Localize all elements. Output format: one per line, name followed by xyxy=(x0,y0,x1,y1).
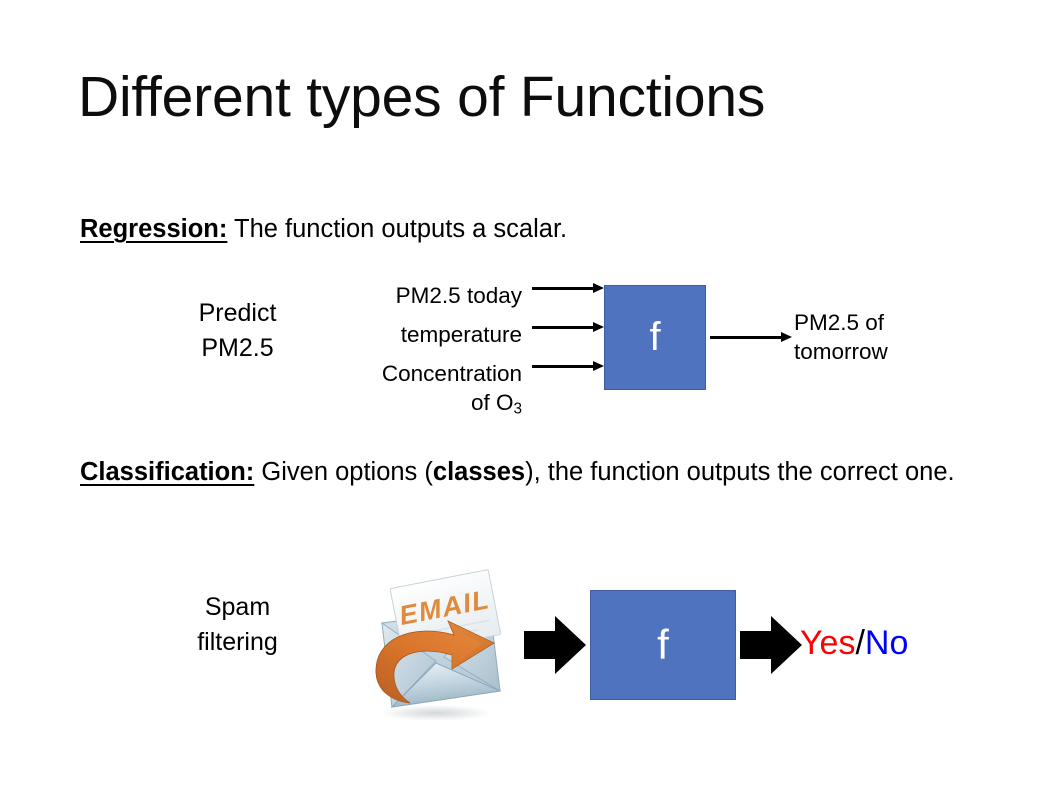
block-arrow-output xyxy=(740,616,802,674)
input-label-temperature: temperature xyxy=(400,322,522,347)
classification-classes-emphasis: classes xyxy=(432,458,526,486)
predict-pm25-label: Predict PM2.5 xyxy=(160,296,315,365)
input-arrow-2 xyxy=(532,322,604,332)
input-arrow-3 xyxy=(532,361,604,371)
email-shadow xyxy=(380,705,492,721)
regression-diagram: PM2.5 today temperature Concentration of… xyxy=(300,270,1000,420)
classification-paragraph: Classification: Given options (classes),… xyxy=(80,455,980,490)
input-label-concentration-line2: of O3 xyxy=(470,389,522,417)
classification-body-before: Given options ( xyxy=(254,458,433,486)
classification-output-label: Yes/No xyxy=(800,626,908,660)
regression-paragraph: Regression: The function outputs a scala… xyxy=(80,212,960,247)
classification-body-after: ), the function outputs the correct one. xyxy=(525,458,955,486)
spam-filtering-label: Spam filtering xyxy=(160,590,315,659)
output-line1: PM2.5 of xyxy=(794,310,885,335)
email-envelope-illustration: EMAIL xyxy=(348,565,518,725)
input-label-pm25-today: PM2.5 today xyxy=(395,283,522,308)
output-separator: / xyxy=(855,624,865,662)
block-arrow-input xyxy=(524,616,586,674)
spam-label-line1: Spam xyxy=(204,593,271,621)
regression-lead-label: Regression: xyxy=(80,215,228,243)
predict-label-line1: Predict xyxy=(198,299,277,327)
input-label-concentration-o3: Concentration of O3 xyxy=(382,360,522,418)
regression-body-text: The function outputs a scalar. xyxy=(227,215,568,243)
output-line2: tomorrow xyxy=(794,339,888,365)
output-yes: Yes xyxy=(800,624,856,662)
classification-lead-label: Classification: xyxy=(80,458,255,486)
predict-label-line2: PM2.5 xyxy=(201,333,274,362)
output-no: No xyxy=(864,624,909,662)
output-arrow-regression xyxy=(710,332,792,342)
output-label-pm25-tomorrow: PM2.5 of tomorrow xyxy=(794,308,888,367)
input-label-concentration-line1: Concentration xyxy=(381,361,522,386)
email-arrow-icon xyxy=(375,620,495,704)
function-box-classification: f xyxy=(590,590,736,700)
input-arrow-1 xyxy=(532,283,604,293)
o3-subscript: 3 xyxy=(513,399,522,417)
email-icon: EMAIL xyxy=(375,569,502,721)
page-title: Different types of Functions xyxy=(78,65,766,129)
spam-label-line2: filtering xyxy=(197,627,278,656)
function-box-regression: f xyxy=(604,285,706,390)
